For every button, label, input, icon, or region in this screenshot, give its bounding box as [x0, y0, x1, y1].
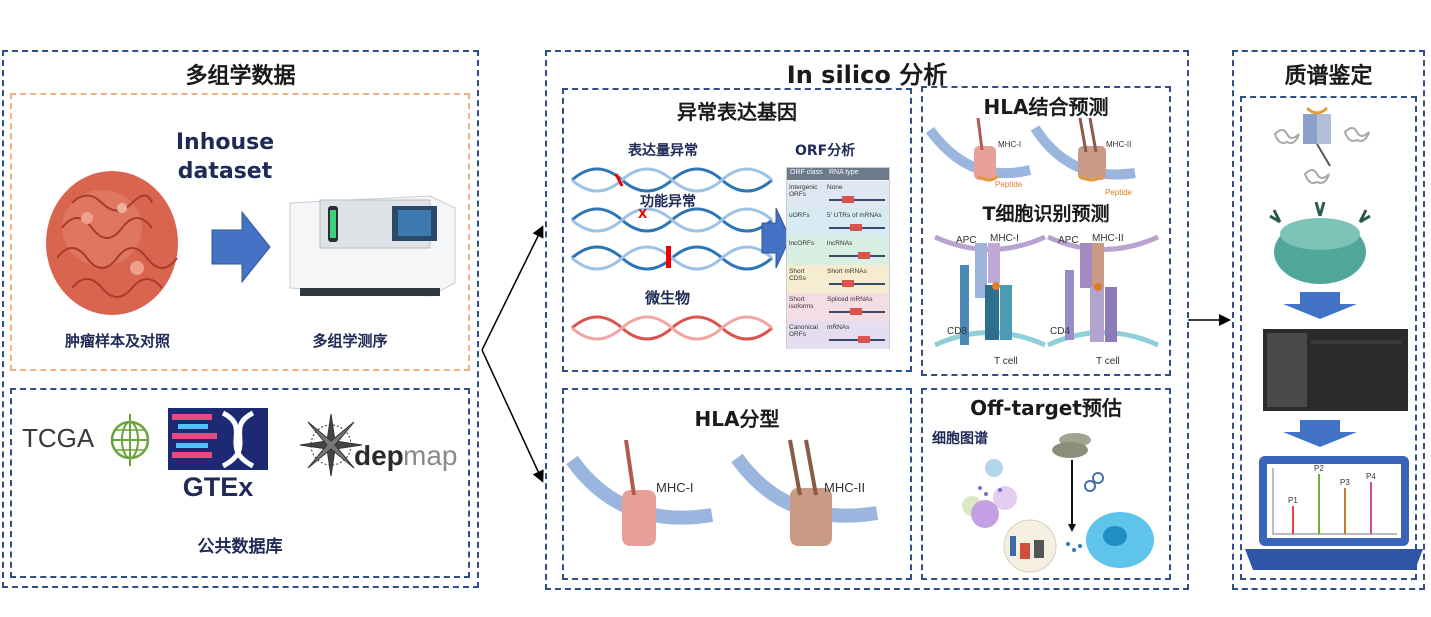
orf-table-row: uORFs 5′ UTRs of mRNAs — [787, 209, 889, 237]
depmap-compass-icon — [299, 413, 363, 477]
offtarget-illustration — [962, 433, 1154, 573]
hla-binding-peptide-label-2: Peptide — [1105, 188, 1133, 197]
spectrum-axis — [1272, 468, 1397, 535]
hla-typing-illustration — [566, 439, 879, 546]
cell-atlas-label: 细胞图谱 — [932, 431, 988, 447]
orf-transcript-glyph — [829, 255, 885, 257]
tcell-apc-label-2: APC — [1058, 235, 1079, 246]
sequencing-label: 多组学测序 — [312, 332, 388, 350]
hla-binding-mhc1-label: MHC-I — [998, 140, 1022, 149]
sequencer-image — [289, 195, 456, 297]
func-label: 功能异常 — [640, 194, 696, 210]
hla-typing-mhc2-label: MHC-II — [824, 480, 866, 495]
globe-icon — [110, 414, 150, 466]
depmap-logo-map: map — [403, 440, 458, 471]
ms-illustration — [1245, 106, 1423, 570]
orf-rna-type-cell: Short mRNAs — [827, 268, 867, 275]
spectrum-peak-label: P4 — [1366, 472, 1376, 481]
orf-region-glyph — [850, 224, 862, 231]
insilico-title: In silico 分析 — [786, 61, 948, 89]
ms-panel — [1232, 50, 1425, 590]
insilico-panel — [545, 50, 1189, 590]
inhouse-panel — [10, 93, 470, 371]
orf-region-glyph — [858, 336, 870, 343]
dna-helices: X — [571, 167, 773, 341]
block-arrow-icon — [211, 210, 271, 284]
orf-table-row: Short isoforms Spliced mRNAs — [787, 293, 889, 321]
spectrum-peak-label: P2 — [1314, 464, 1324, 473]
hla-binding-peptide-label-1: Peptide — [995, 180, 1023, 189]
orf-transcript-glyph — [829, 283, 885, 285]
orf-region-glyph — [850, 308, 862, 315]
sample-label: 肿瘤样本及对照 — [64, 332, 170, 350]
svg-text:X: X — [638, 207, 648, 221]
orf-class-cell: lncORFs — [789, 240, 815, 247]
expr-label: 表达量异常 — [628, 143, 698, 159]
multiomics-panel — [2, 50, 479, 588]
orf-table: ORF class RNA type Intergenic ORFs None uO… — [786, 167, 890, 349]
ms-inner-panel — [1240, 96, 1417, 580]
orf-rna-type-cell: Spliced mRNAs — [827, 296, 873, 303]
gtex-logo-image — [168, 408, 268, 470]
offtarget-panel — [921, 388, 1171, 580]
orf-region-glyph — [842, 196, 854, 203]
hla-typing-mhc1-label: MHC-I — [656, 480, 694, 495]
orf-table-row: lncORFs lncRNAs — [787, 237, 889, 265]
orf-rna-type-cell: lncRNAs — [827, 240, 853, 247]
public-db-panel — [10, 388, 470, 578]
tcell-title: T细胞识别预测 — [982, 203, 1110, 225]
microbe-label: 微生物 — [645, 289, 691, 307]
hla-binding-illustration — [925, 117, 1136, 182]
orf-region-glyph — [858, 252, 870, 259]
spectrum-peak-label: P1 — [1288, 496, 1298, 505]
inhouse-title-line2: dataset — [177, 159, 273, 184]
tcell-cd8-label: CD8 — [947, 326, 968, 337]
orf-class-cell: uORFs — [789, 212, 810, 219]
orf-rna-type-cell: mRNAs — [827, 324, 850, 331]
hla-typing-title: HLA分型 — [694, 407, 780, 431]
orf-class-cell: Canonical ORFs — [789, 324, 818, 338]
ms-title: 质谱鉴定 — [1284, 64, 1373, 89]
orf-header-col1: ORF class — [790, 169, 823, 176]
orf-table-row: Intergenic ORFs None — [787, 181, 889, 209]
orf-rna-type-cell: None — [827, 184, 843, 191]
hla-binding-mhc2-label: MHC-II — [1106, 140, 1132, 149]
gtex-logo-text: GTEx — [182, 472, 254, 502]
inhouse-title-line1: Inhouse — [175, 130, 275, 155]
tcell-cd4-label: CD4 — [1050, 326, 1071, 337]
hla-binding-panel — [921, 86, 1171, 376]
orf-table-header — [787, 168, 889, 180]
tcga-logo-text: TCGA — [22, 423, 95, 453]
orf-rna-type-cell: 5′ UTRs of mRNAs — [827, 212, 882, 219]
orf-class-cell: Intergenic ORFs — [789, 184, 818, 198]
block-arrow-icon — [761, 207, 791, 269]
orf-table-row: Short CDSs Short mRNAs — [787, 265, 889, 293]
spectrum-peak-label: P3 — [1340, 478, 1350, 487]
tcell-mhc2-label: MHC-II — [1092, 233, 1124, 244]
orf-class-cell: Short isoforms — [789, 296, 814, 310]
tcell-recognition-illustration — [933, 234, 1160, 348]
orf-label: ORF分析 — [795, 143, 856, 159]
offtarget-title: Off-target预估 — [970, 396, 1122, 420]
aberrant-title: 异常表达基因 — [677, 100, 797, 124]
aberrant-panel — [562, 88, 912, 372]
tcell-label-1: T cell — [994, 356, 1018, 367]
tcell-apc-label-1: APC — [956, 235, 977, 246]
tcell-label-2: T cell — [1096, 356, 1120, 367]
hla-typing-panel — [562, 388, 912, 580]
orf-transcript-glyph — [829, 199, 885, 201]
orf-transcript-glyph — [829, 339, 885, 341]
orf-table-row: Canonical ORFs mRNAs — [787, 321, 889, 349]
depmap-logo-dep: dep — [354, 440, 404, 471]
tumor-sample-image — [46, 171, 178, 315]
orf-header-col2: RNA type — [829, 169, 859, 176]
tcell-mhc1-label: MHC-I — [990, 233, 1019, 244]
multiomics-title: 多组学数据 — [185, 64, 296, 89]
orf-region-glyph — [842, 280, 854, 287]
hla-binding-title: HLA结合预测 — [983, 95, 1109, 119]
public-db-label: 公共数据库 — [197, 537, 283, 557]
orf-class-cell: Short CDSs — [789, 268, 806, 282]
